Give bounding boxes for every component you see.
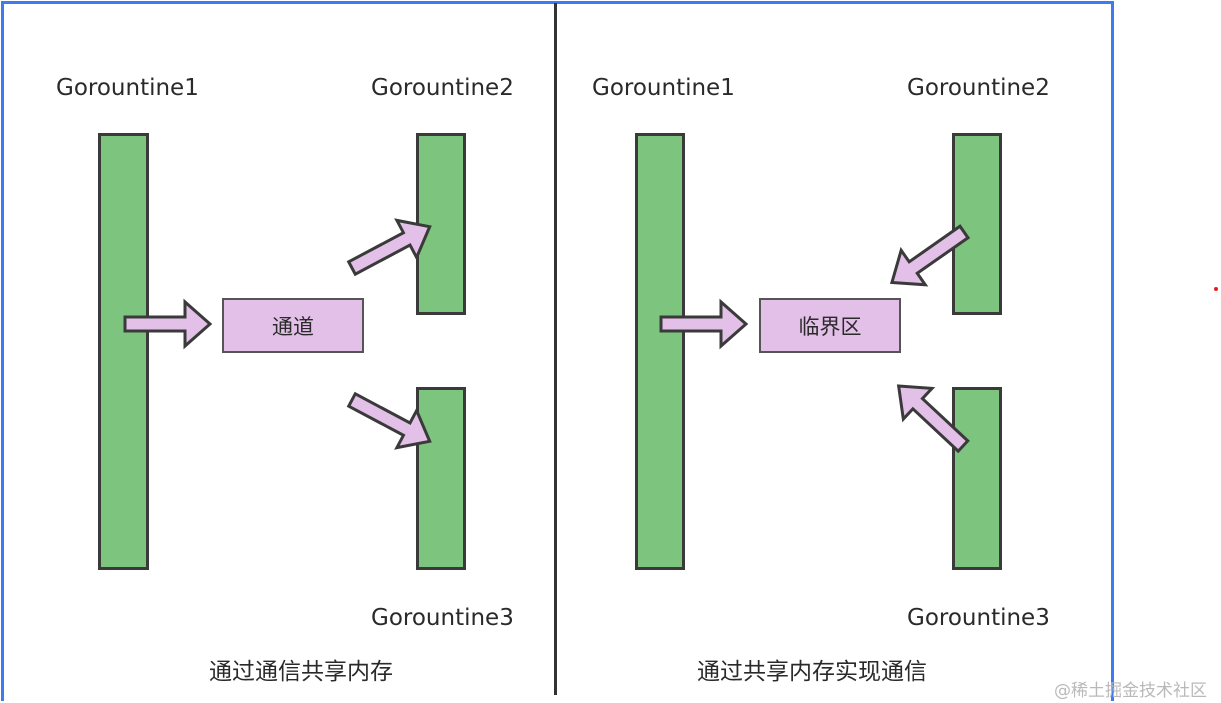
left-goroutine1-label: Gorountine1: [56, 75, 199, 101]
left-goroutine1-bar: [98, 133, 149, 570]
diagram-frame: [1, 1, 1114, 701]
right-goroutine1-label: Gorountine1: [592, 75, 735, 101]
right-goroutine3-label: Gorountine3: [907, 605, 1050, 631]
critical-section-box: 临界区: [759, 298, 901, 353]
left-goroutine3-bar: [416, 387, 466, 570]
left-goroutine2-bar: [416, 133, 466, 315]
red-dot-marker: [1214, 287, 1218, 291]
watermark-text: @稀土掘金技术社区: [1054, 681, 1207, 701]
right-goroutine2-bar: [952, 133, 1002, 315]
left-caption: 通过通信共享内存: [209, 659, 393, 685]
left-goroutine3-label: Gorountine3: [371, 605, 514, 631]
channel-box: 通道: [222, 298, 364, 353]
right-goroutine3-bar: [952, 387, 1002, 570]
panel-divider: [554, 3, 557, 695]
right-goroutine1-bar: [635, 133, 685, 570]
right-caption: 通过共享内存实现通信: [697, 659, 927, 685]
left-goroutine2-label: Gorountine2: [371, 75, 514, 101]
right-goroutine2-label: Gorountine2: [907, 75, 1050, 101]
